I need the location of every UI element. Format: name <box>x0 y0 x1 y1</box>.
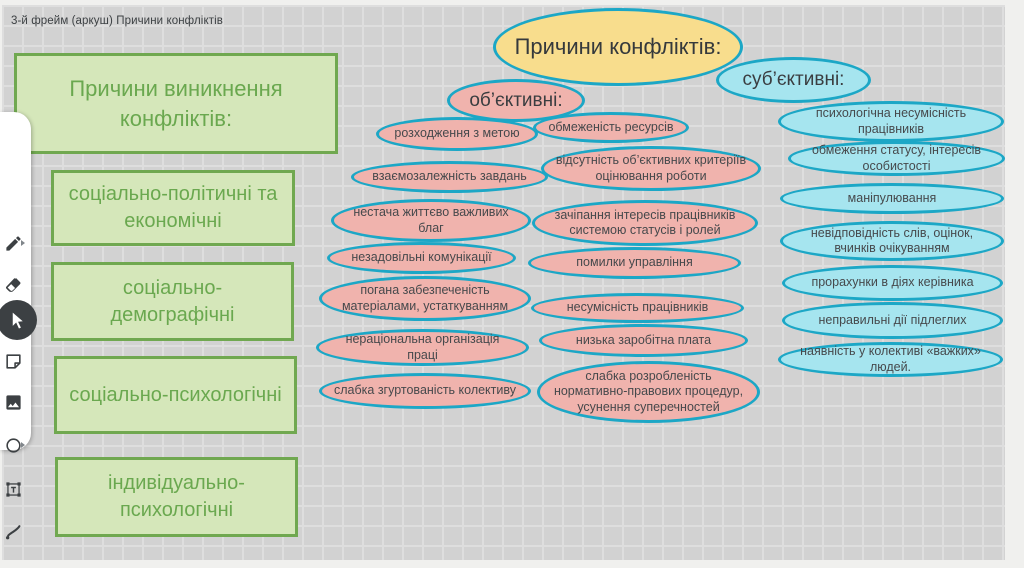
objective-cause-ellipse[interactable]: нестача життєво важливих благ <box>331 199 531 242</box>
objective-cause-ellipse[interactable]: помилки управління <box>528 247 741 279</box>
cursor-icon <box>12 312 23 328</box>
subjective-cause-ellipse[interactable]: обмеження статусу, інтересів особистості <box>788 141 1005 176</box>
objective-cause-ellipse[interactable]: несумісність працівників <box>531 293 744 323</box>
circle-icon <box>5 437 21 453</box>
sticky-note-icon <box>5 353 21 369</box>
image-tool-button[interactable] <box>0 389 26 415</box>
text-box-icon <box>5 481 21 497</box>
category-title-box[interactable]: Причини виникнення конфліктів: <box>14 53 338 154</box>
objective-cause-ellipse[interactable]: взаємозалежність завдань <box>351 161 548 193</box>
category-box[interactable]: соціально-політичні та економічні <box>51 170 295 246</box>
subjective-cause-ellipse[interactable]: невідповідність слів, оцінок, вчинків оч… <box>780 221 1004 261</box>
objective-cause-ellipse[interactable]: погана забезпеченість матеріалами, устат… <box>319 276 531 321</box>
shape-tool-button[interactable] <box>0 432 26 458</box>
laser-icon <box>5 524 20 539</box>
category-box[interactable]: соціально-демографічні <box>51 262 294 341</box>
objective-cause-ellipse[interactable]: низька заробітна плата <box>539 324 748 357</box>
eraser-tool-button[interactable] <box>0 271 26 297</box>
subjective-label-ellipse[interactable]: суб’єктивні: <box>716 57 871 103</box>
subjective-cause-ellipse[interactable]: неправильні дії підлеглих <box>782 302 1003 339</box>
tool-sidebar <box>0 112 37 539</box>
subjective-cause-ellipse[interactable]: наявність у колективі «важких» людей. <box>778 342 1003 377</box>
shape-submenu-chevron-icon[interactable] <box>21 442 25 448</box>
subjective-cause-ellipse[interactable]: психологічна несумісність працівників <box>778 101 1004 142</box>
pen-submenu-chevron-icon[interactable] <box>21 240 25 246</box>
frame-title-label: 3-й фрейм (аркуш) Причини конфліктів <box>11 15 223 27</box>
objective-cause-ellipse[interactable]: слабка розробленість нормативно-правових… <box>537 361 760 423</box>
eraser-icon <box>5 277 20 292</box>
laser-tool-button[interactable] <box>0 519 26 545</box>
text-box-tool-button[interactable] <box>0 476 26 502</box>
objective-cause-ellipse[interactable]: розходження з метою <box>376 117 538 151</box>
category-box[interactable]: індивідуально-психологічні <box>55 457 298 537</box>
select-tool-button[interactable] <box>0 300 37 340</box>
objective-cause-ellipse[interactable]: нераціональна організація праці <box>316 329 529 366</box>
objective-cause-ellipse[interactable]: зачіпання інтересів працівників системою… <box>532 200 758 246</box>
category-box[interactable]: соціально-психологічні <box>54 356 297 434</box>
objective-cause-ellipse[interactable]: слабка згуртованість колективу <box>319 373 531 409</box>
subjective-cause-ellipse[interactable]: прорахунки в діях керівника <box>782 265 1003 301</box>
objective-cause-ellipse[interactable]: незадовільні комунікації <box>327 242 516 274</box>
subjective-cause-ellipse[interactable]: маніпулювання <box>780 183 1004 214</box>
root-topic-ellipse[interactable]: Причини конфліктів: <box>493 8 743 86</box>
objective-cause-ellipse[interactable]: відсутність об’єктивних критеріїв оцінюв… <box>541 146 761 191</box>
objective-label-ellipse[interactable]: об’єктивні: <box>447 79 585 122</box>
pen-tool-button[interactable] <box>0 230 26 256</box>
pen-icon <box>5 235 21 251</box>
sticky-note-tool-button[interactable] <box>0 348 26 374</box>
image-icon <box>5 394 21 410</box>
